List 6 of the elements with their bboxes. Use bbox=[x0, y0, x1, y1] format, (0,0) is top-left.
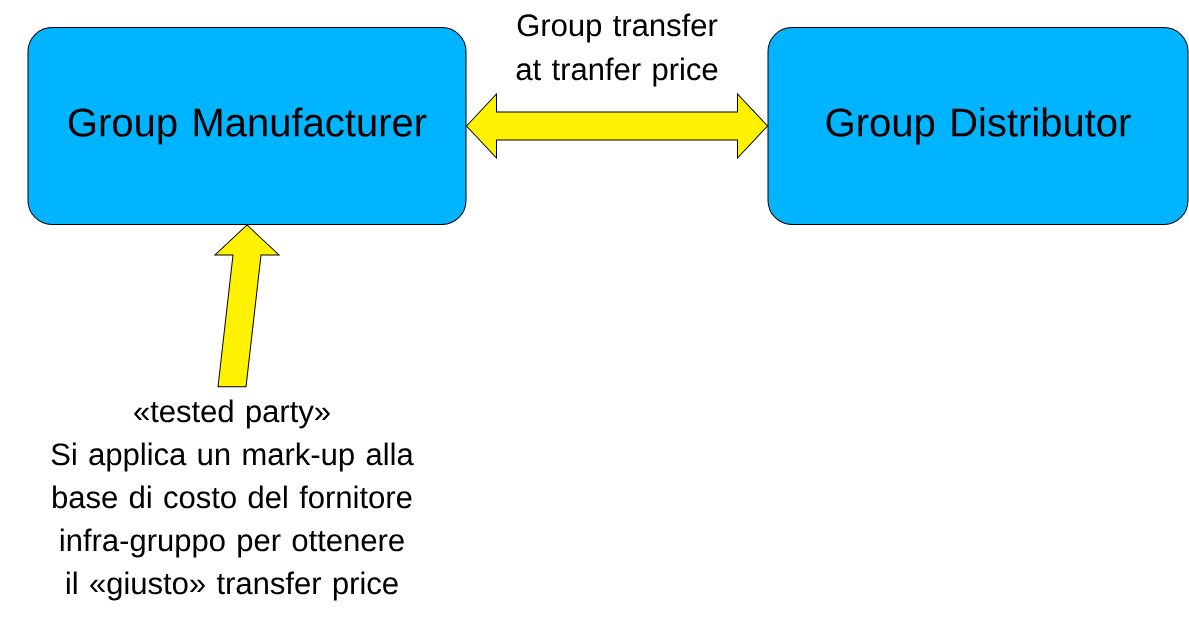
process-box: Group Manufacturer bbox=[27, 27, 467, 225]
process-box: Group Distributor bbox=[767, 27, 1189, 225]
edge-label: Group transfer at tranfer price bbox=[516, 13, 718, 87]
block-arrow bbox=[466, 93, 768, 159]
note-text: «tested party» Si applica un mark-up alla base di costo del fornitore infra-gruppo per ottenere il «giusto» transfer price bbox=[51, 399, 414, 601]
block-arrow bbox=[214, 224, 280, 388]
